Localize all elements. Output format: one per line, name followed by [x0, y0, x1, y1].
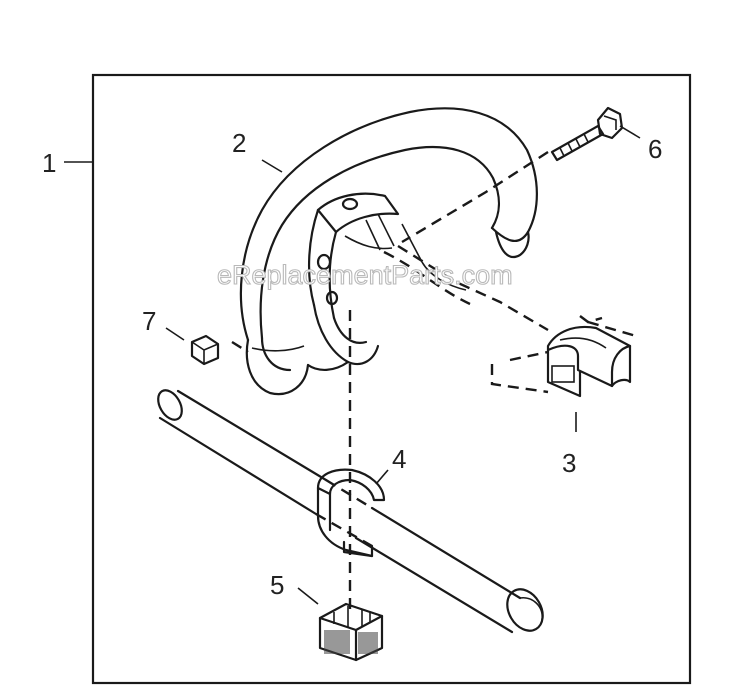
callout-2: 2	[232, 128, 246, 158]
damper-block-part[interactable]	[318, 602, 384, 662]
callout-4: 4	[392, 444, 406, 474]
assembly-frame	[91, 73, 692, 685]
callout-6: 6	[648, 134, 662, 164]
callout-3: 3	[562, 448, 576, 478]
callout-7: 7	[142, 306, 156, 336]
callout-1: 1	[42, 148, 56, 178]
leader-lines	[64, 125, 641, 605]
clamp-half-part[interactable]	[546, 325, 632, 398]
loop-handle-part[interactable]	[239, 107, 538, 396]
bolt-part[interactable]	[550, 106, 624, 162]
tube-clamp-part[interactable]	[316, 468, 386, 558]
assembly-lines	[231, 150, 637, 612]
callout-5: 5	[270, 570, 284, 600]
square-nut-part[interactable]	[190, 334, 220, 366]
callouts: 1 2 3 4 5 6 7	[42, 128, 662, 600]
shaft-tube	[157, 389, 544, 634]
watermark-text: eReplacementParts.com	[217, 260, 513, 290]
